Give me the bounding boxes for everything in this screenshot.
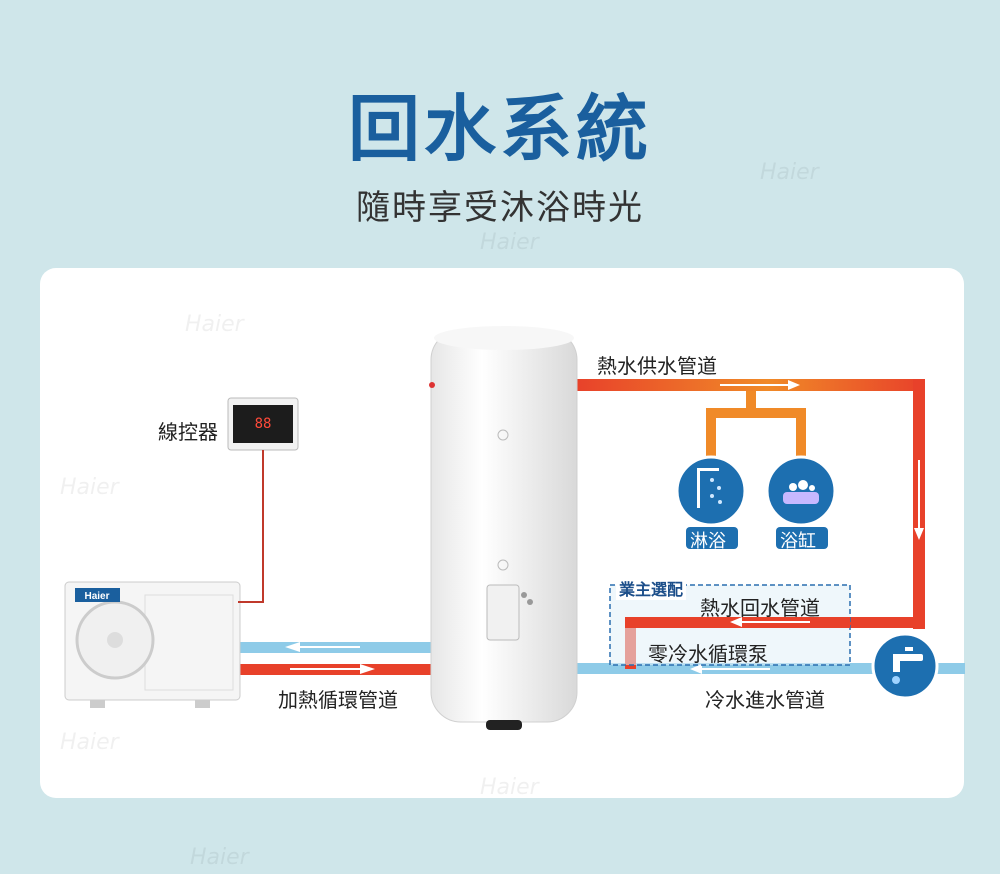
flow-arrow	[360, 664, 375, 674]
controller-label: 線控器	[158, 420, 218, 444]
tank-base	[486, 720, 522, 730]
brand-watermark: Haier	[190, 845, 249, 870]
brand-watermark: Haier	[480, 775, 539, 800]
shower-icon-drop	[717, 486, 721, 490]
haier-logo: Haier	[84, 591, 109, 602]
tank-indicator	[429, 382, 435, 388]
hot-supply-arrow	[720, 384, 790, 386]
cold-inlet-arrow	[690, 664, 702, 674]
controller-screen	[233, 405, 293, 443]
hot-return-arrow	[740, 621, 810, 623]
branch-pipe	[796, 408, 806, 458]
bathtub-icon-tub	[783, 492, 819, 504]
flow-arrow	[285, 642, 300, 652]
brand-watermark: Haier	[760, 160, 819, 185]
tank-port	[497, 559, 509, 571]
water-tank	[430, 329, 578, 723]
tank-top	[434, 326, 574, 350]
heat-pump-foot	[90, 700, 105, 708]
bathtub-label-bg	[776, 527, 828, 549]
hot-supply-arrow	[788, 380, 800, 390]
shower-label: 淋浴	[690, 531, 726, 552]
bathtub-icon-bubble	[809, 485, 815, 491]
optional-label: 業主選配	[616, 576, 687, 600]
cold-inlet-arrow	[700, 668, 770, 670]
flow-arrow	[300, 646, 360, 648]
hot-return-label: 熱水回水管道	[700, 596, 820, 620]
haier-logo-badge	[75, 588, 120, 602]
shower-icon-head	[697, 468, 719, 471]
hot-return-arrow	[730, 617, 742, 627]
branch-pipe	[746, 391, 756, 413]
faucet-icon-spout	[893, 654, 900, 672]
shower-label-bg	[686, 527, 738, 549]
hot-supply-arrow	[918, 460, 920, 530]
cold-inlet-label: 冷水進水管道	[705, 688, 825, 712]
tank-valve	[521, 592, 527, 598]
flow-arrow	[290, 668, 360, 670]
heat-pump-foot	[195, 700, 210, 708]
faucet-icon-handle	[905, 647, 913, 651]
faucet-icon-drop	[892, 676, 900, 684]
controller-display: 88	[255, 416, 272, 432]
page-subtitle: 隨時享受沐浴時光	[356, 188, 644, 228]
pump-label: 零冷水循環泵	[648, 642, 768, 666]
hot-supply-arrow	[914, 528, 924, 540]
brand-watermark: Haier	[480, 230, 539, 255]
bathtub-label: 浴缸	[780, 531, 816, 552]
shower-icon-drop	[718, 500, 722, 504]
controller-wire	[238, 601, 264, 603]
brand-watermark: Haier	[60, 730, 119, 755]
branch-pipe	[706, 408, 716, 458]
hot-supply-label: 熱水供水管道	[597, 354, 717, 378]
tank-port	[497, 429, 509, 441]
brand-watermark: Haier	[60, 475, 119, 500]
tank-valve	[527, 599, 533, 605]
bathtub-icon-bubble	[789, 483, 797, 491]
shower-icon-drop	[710, 478, 714, 482]
tank-heater-box	[486, 584, 520, 641]
page-title: 回水系統	[347, 87, 652, 171]
faucet-icon	[871, 632, 939, 700]
shower-icon-pole	[697, 468, 700, 508]
branch-pipe	[706, 408, 806, 418]
shower-icon	[675, 455, 747, 527]
faucet-icon-pipe	[893, 654, 923, 661]
bathtub-icon	[765, 455, 837, 527]
heating-loop-label: 加熱循環管道	[278, 688, 398, 712]
brand-watermark: Haier	[185, 312, 244, 337]
heat-pump-fan-hub	[107, 632, 123, 648]
bathtub-icon-bubble	[798, 480, 808, 490]
shower-icon-drop	[710, 494, 714, 498]
controller-wire	[262, 450, 264, 602]
